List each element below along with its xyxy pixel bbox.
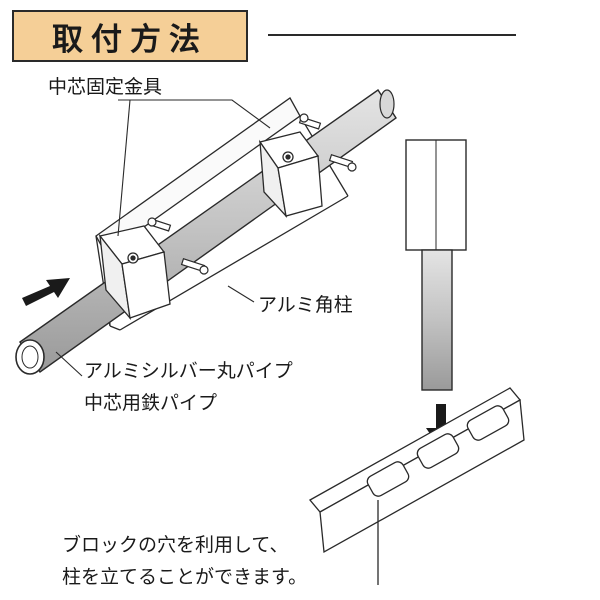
bolt [328,153,357,172]
concrete-block [308,387,525,585]
bolt [180,257,209,275]
label-core-pipe: 中芯用鉄パイプ [84,392,218,414]
label-bracket: 中芯固定金具 [48,76,163,98]
label-round-pipe: アルミシルバー丸パイプ [84,360,293,382]
core-pipe [15,89,397,375]
bracket-front [98,225,171,321]
vertical-post [405,139,467,391]
note-line-2: 柱を立てることができます。 [62,566,308,588]
bolts [147,113,357,275]
insert-arrow-icon [22,278,70,306]
bolt [298,113,322,130]
title-box: 取付方法 [12,10,248,62]
bracket-rear [258,131,323,219]
note-line-1: ブロックの穴を利用して、 [62,534,289,556]
title-rule [268,34,516,36]
leader-lines [55,99,271,377]
page-title: 取付方法 [52,21,208,58]
bolt [147,217,172,232]
label-square-post: アルミ角柱 [258,294,353,316]
